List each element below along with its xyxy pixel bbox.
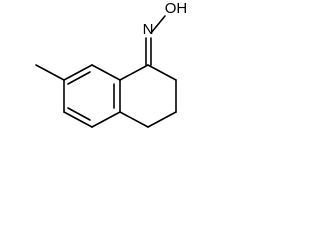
atom-label-nitrogen: N — [143, 21, 154, 38]
bond-c5-c4a — [91, 111, 121, 128]
bond-c3-c4 — [147, 111, 177, 128]
bond-n-o — [150, 15, 166, 34]
bond-c4-c4a — [119, 111, 149, 128]
bond-c1-c2 — [147, 64, 177, 81]
chemical-structure: N OH — [0, 0, 195, 153]
bond-c8a-c1 — [119, 64, 149, 81]
bond-c7-methyl — [35, 64, 65, 81]
bond-c8-c7 — [63, 64, 93, 81]
bond-c8-c7-inner — [67, 71, 91, 85]
atom-label-hydroxyl: OH — [165, 0, 188, 17]
background — [0, 0, 195, 153]
bond-c8a-c8 — [91, 64, 121, 81]
bond-c6-c5-inner — [67, 107, 91, 121]
bond-c6-c5 — [63, 111, 93, 128]
